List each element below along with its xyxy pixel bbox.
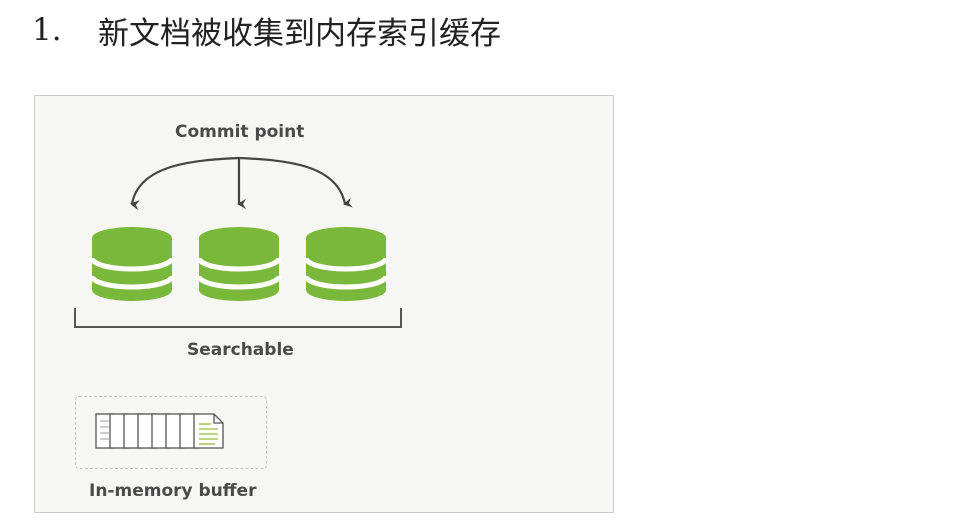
searchable-label: Searchable xyxy=(187,340,294,360)
page-heading: 1. 新文档被收集到内存索引缓存 xyxy=(32,8,501,52)
searchable-bracket xyxy=(74,308,402,328)
diagram-frame: Commit point Searchable In-memory buffer xyxy=(34,95,614,513)
document-stack-icon xyxy=(95,413,224,449)
heading-text: 新文档被收集到内存索引缓存 xyxy=(98,15,501,52)
database-icon xyxy=(303,227,389,301)
in-memory-buffer-label: In-memory buffer xyxy=(89,481,257,501)
arrow-left xyxy=(130,156,240,211)
database-icon xyxy=(89,227,175,301)
database-icon xyxy=(196,227,282,301)
arrow-right xyxy=(238,156,353,208)
commit-point-label: Commit point xyxy=(175,122,305,142)
heading-number: 1. xyxy=(32,12,62,48)
commit-arrows xyxy=(130,156,353,211)
in-memory-buffer-box xyxy=(75,396,267,469)
